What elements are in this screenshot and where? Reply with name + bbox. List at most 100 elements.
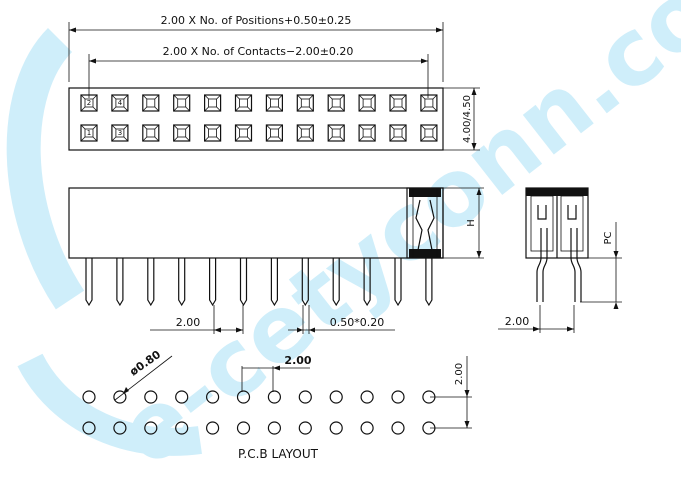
contact-length-label: 2.00 X No. of Contacts−2.00±0.20	[163, 45, 354, 58]
pin-number-2: 2	[87, 99, 91, 107]
contact-cell-inner	[146, 128, 156, 138]
contact-cell-inner	[362, 98, 372, 108]
contact-cell-bevel	[266, 94, 283, 112]
pcb-hole	[113, 390, 127, 404]
contact-cell	[265, 94, 283, 112]
contact-cell-inner	[393, 128, 403, 138]
pcb-pitch-vertical-label: 2.00	[454, 363, 465, 385]
contact-cell-inner	[177, 98, 187, 108]
contact-cell-bevel	[358, 94, 376, 112]
overall-length-label: 2.00 X No. of Positions+0.50±0.25	[161, 14, 352, 27]
contact-cell-inner	[362, 128, 372, 138]
contact-cell	[327, 94, 345, 112]
contact-cell	[389, 124, 407, 142]
contact-cell	[173, 124, 191, 142]
height-option-label: 4.00/4.50	[462, 95, 473, 143]
contact-cell-bevel	[235, 94, 252, 112]
contact-cell-inner	[239, 98, 248, 108]
pcb-hole	[329, 421, 343, 435]
pcb-hole	[82, 390, 96, 404]
pin	[178, 258, 186, 307]
contact-cell-inner	[300, 128, 310, 138]
front-view: H 2.00 0.50*0.20	[68, 187, 484, 334]
pcb-hole	[144, 390, 158, 404]
pin-number-1: 1	[87, 129, 91, 137]
contact-cell-bevel	[297, 94, 314, 112]
contact-cell-inner	[146, 98, 156, 108]
contact-cell-inner	[393, 98, 403, 108]
contact-cell	[80, 94, 98, 112]
pcb-hole	[360, 421, 374, 435]
top-view-body	[68, 87, 444, 151]
pcb-hole	[360, 390, 374, 404]
contact-cell	[204, 124, 222, 142]
contact-cell-inner	[115, 98, 125, 108]
pin	[270, 258, 278, 307]
pcb-hole	[144, 421, 158, 435]
pcb-hole	[298, 390, 312, 404]
contact-cell-bevel	[235, 124, 252, 142]
contact-cell	[234, 94, 253, 112]
contact-cell	[420, 124, 438, 142]
contact-cell-bevel	[173, 124, 190, 142]
top-view: 2.00 X No. of Positions+0.50±0.25 2.00 X…	[68, 14, 480, 151]
contact-cell	[234, 124, 253, 142]
contact-grid	[80, 94, 438, 142]
pcb-hole	[391, 421, 405, 435]
contact-cell-bevel	[327, 94, 345, 112]
contact-cell-bevel	[204, 124, 221, 142]
pin	[301, 258, 309, 307]
pcb-hole	[267, 390, 281, 404]
pin-size-label: 0.50*0.20	[330, 316, 384, 329]
pcb-hole	[298, 421, 312, 435]
pin	[394, 258, 402, 307]
contact-cell-inner	[115, 128, 125, 138]
pitch-side-label: 2.00	[505, 315, 530, 328]
contact-cell-inner	[331, 98, 341, 108]
pin	[239, 258, 248, 307]
contact-cell-inner	[300, 98, 310, 108]
pin-number-4: 4	[118, 99, 123, 107]
pcb-hole	[236, 421, 251, 435]
contact-cell-bevel	[80, 94, 98, 112]
contact-cell	[111, 94, 129, 112]
contact-cell	[142, 94, 160, 112]
contact-cell-inner	[424, 128, 434, 138]
pin	[332, 258, 340, 307]
pc-label: PC	[603, 231, 614, 244]
contact-cell	[111, 124, 129, 142]
side-height-label: H	[466, 219, 477, 227]
contact-cell	[142, 124, 160, 142]
contact-cell	[358, 124, 376, 142]
pcb-hole-grid	[82, 390, 436, 435]
contact-cell-bevel	[142, 124, 160, 142]
contact-cell-inner	[84, 98, 94, 108]
contact-cell-bevel	[266, 124, 283, 142]
pcb-hole	[329, 390, 343, 404]
contact-cell-inner	[239, 128, 248, 138]
contact-cell-bevel	[297, 124, 314, 142]
contact-cell-bevel	[389, 94, 407, 112]
pcb-hole	[175, 421, 189, 435]
pcb-hole	[236, 390, 251, 404]
watermark-text: e-cetyconn.com	[98, 0, 681, 479]
contact-cell-bevel	[204, 94, 221, 112]
pcb-hole	[206, 421, 220, 435]
pcb-hole	[82, 421, 96, 435]
contact-cell	[296, 124, 314, 142]
pin	[116, 258, 124, 307]
contact-cell-bevel	[173, 94, 190, 112]
contact-cell-inner	[177, 128, 187, 138]
contact-cell-bevel	[111, 124, 129, 142]
contact-cell	[389, 94, 407, 112]
pcb-hole	[175, 390, 189, 404]
pcb-hole	[113, 421, 127, 435]
contact-cell-bevel	[420, 94, 438, 112]
contact-cell-inner	[269, 98, 279, 108]
contact-cell	[420, 94, 438, 112]
front-pins	[85, 258, 433, 307]
side-view: PC 2.00	[498, 187, 622, 333]
contact-cell-bevel	[389, 124, 407, 142]
pitch-front-label: 2.00	[176, 316, 201, 329]
